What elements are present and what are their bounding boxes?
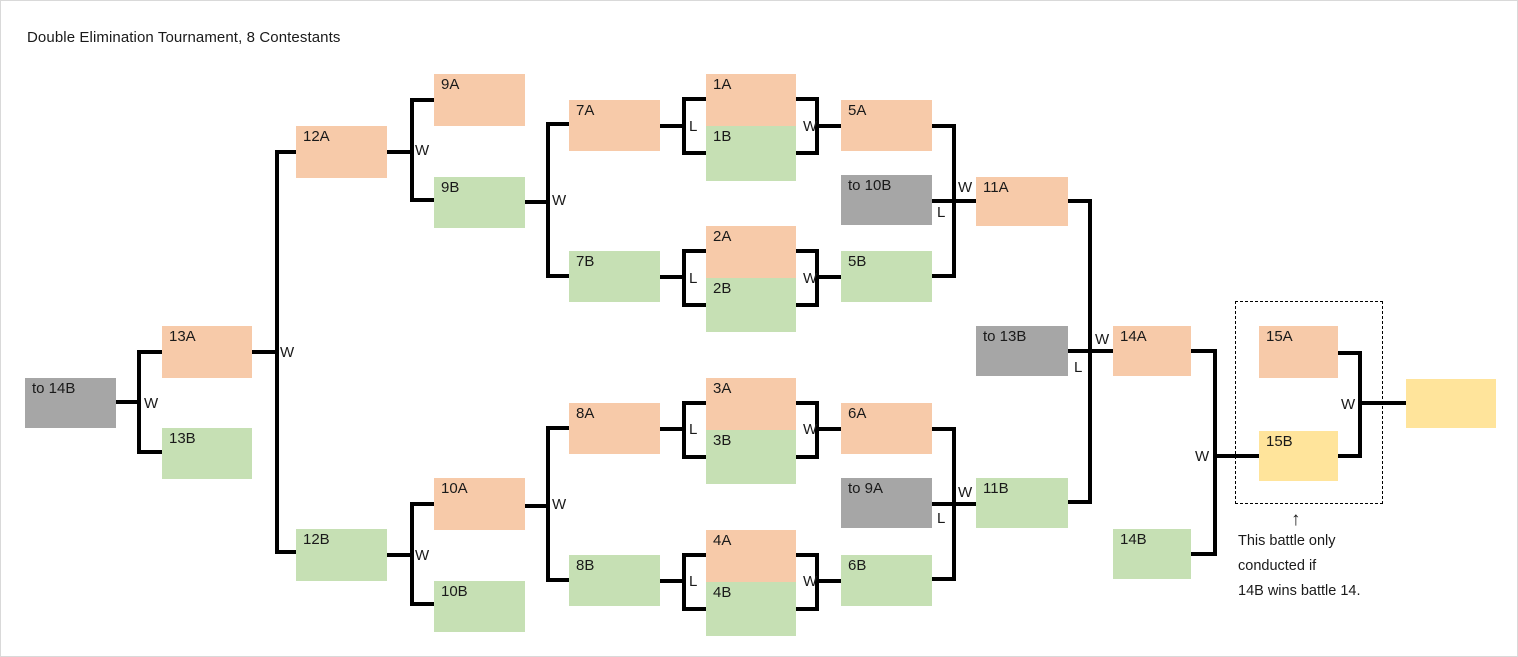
connector-label-w-13: W — [144, 395, 159, 412]
page-title: Double Elimination Tournament, 8 Contest… — [27, 29, 341, 46]
connector-label-w-14: W — [1095, 331, 1110, 348]
connector-label-w-12: W — [280, 344, 295, 361]
bracket-box-7a[interactable]: 7A — [569, 100, 660, 151]
connector-label-w-5b: W — [803, 270, 818, 287]
connector-label-l-3: L — [689, 421, 698, 438]
connector-label-l-14: L — [1074, 359, 1083, 376]
connector-label-l-1: L — [689, 118, 698, 135]
bracket-box-12b[interactable]: 12B — [296, 529, 387, 581]
bracket-box-1b[interactable]: 1B — [706, 126, 796, 181]
connector-label-w-11b: W — [958, 484, 973, 501]
connector-label-w-final: W — [1195, 448, 1210, 465]
connector-label-l-11a: L — [937, 204, 946, 221]
connector-label-w-6b: W — [803, 573, 818, 590]
bracket-box-14b[interactable]: 14B — [1113, 529, 1191, 579]
bracket-box-5a[interactable]: 5A — [841, 100, 932, 151]
connector-label-l-11b: L — [937, 510, 946, 527]
connector-label-w-10: W — [415, 547, 430, 564]
bracket-box-2a[interactable]: 2A — [706, 226, 796, 278]
bracket-box-8a[interactable]: 8A — [569, 403, 660, 454]
bracket-box-to10b[interactable]: to 10B — [841, 175, 932, 225]
bracket-box-5b[interactable]: 5B — [841, 251, 932, 302]
bracket-box-11b[interactable]: 11B — [976, 478, 1068, 528]
bracket-box-9a[interactable]: 9A — [434, 74, 525, 126]
bracket-box-4b[interactable]: 4B — [706, 582, 796, 636]
bracket-box-6a[interactable]: 6A — [841, 403, 932, 454]
connector-label-w-7: W — [552, 192, 567, 209]
bracket-box-4a[interactable]: 4A — [706, 530, 796, 582]
connector-label-w-11a: W — [958, 179, 973, 196]
bracket-box-7b[interactable]: 7B — [569, 251, 660, 302]
bracket-box-15a[interactable]: 15A — [1259, 326, 1338, 378]
bracket-box-6b[interactable]: 6B — [841, 555, 932, 606]
connector-label-w-5a: W — [803, 118, 818, 135]
bracket-box-2b[interactable]: 2B — [706, 278, 796, 332]
bracket-box-8b[interactable]: 8B — [569, 555, 660, 606]
bracket-box-12a[interactable]: 12A — [296, 126, 387, 178]
bracket-box-11a[interactable]: 11A — [976, 177, 1068, 226]
bracket-box-to14b[interactable]: to 14B — [25, 378, 116, 428]
connector-label-l-4: L — [689, 573, 698, 590]
connector-label-w-9: W — [415, 142, 430, 159]
bracket-box-to9a[interactable]: to 9A — [841, 478, 932, 528]
connector-label-w-6a: W — [803, 421, 818, 438]
connector-label-w-8: W — [552, 496, 567, 513]
conditional-battle-region — [1235, 301, 1383, 504]
connector-label-w-15: W — [1341, 396, 1356, 413]
bracket-box-10b[interactable]: 10B — [434, 581, 525, 632]
bracket-box-15b[interactable]: 15B — [1259, 431, 1338, 481]
bracket-box-9b[interactable]: 9B — [434, 177, 525, 228]
bracket-box-14a[interactable]: 14A — [1113, 326, 1191, 376]
bracket-box-10a[interactable]: 10A — [434, 478, 525, 530]
bracket-box-to13b[interactable]: to 13B — [976, 326, 1068, 376]
bracket-box-3a[interactable]: 3A — [706, 378, 796, 430]
bracket-box-1a[interactable]: 1A — [706, 74, 796, 126]
bracket-box-13a[interactable]: 13A — [162, 326, 252, 378]
annotation-text: This battle only conducted if 14B wins b… — [1238, 533, 1361, 599]
bracket-box-13b[interactable]: 13B — [162, 428, 252, 479]
annotation-arrow-icon: ↑ — [1291, 509, 1301, 530]
connector-label-l-2: L — [689, 270, 698, 287]
bracket-box-3b[interactable]: 3B — [706, 430, 796, 484]
bracket-box-winner[interactable] — [1406, 379, 1496, 428]
